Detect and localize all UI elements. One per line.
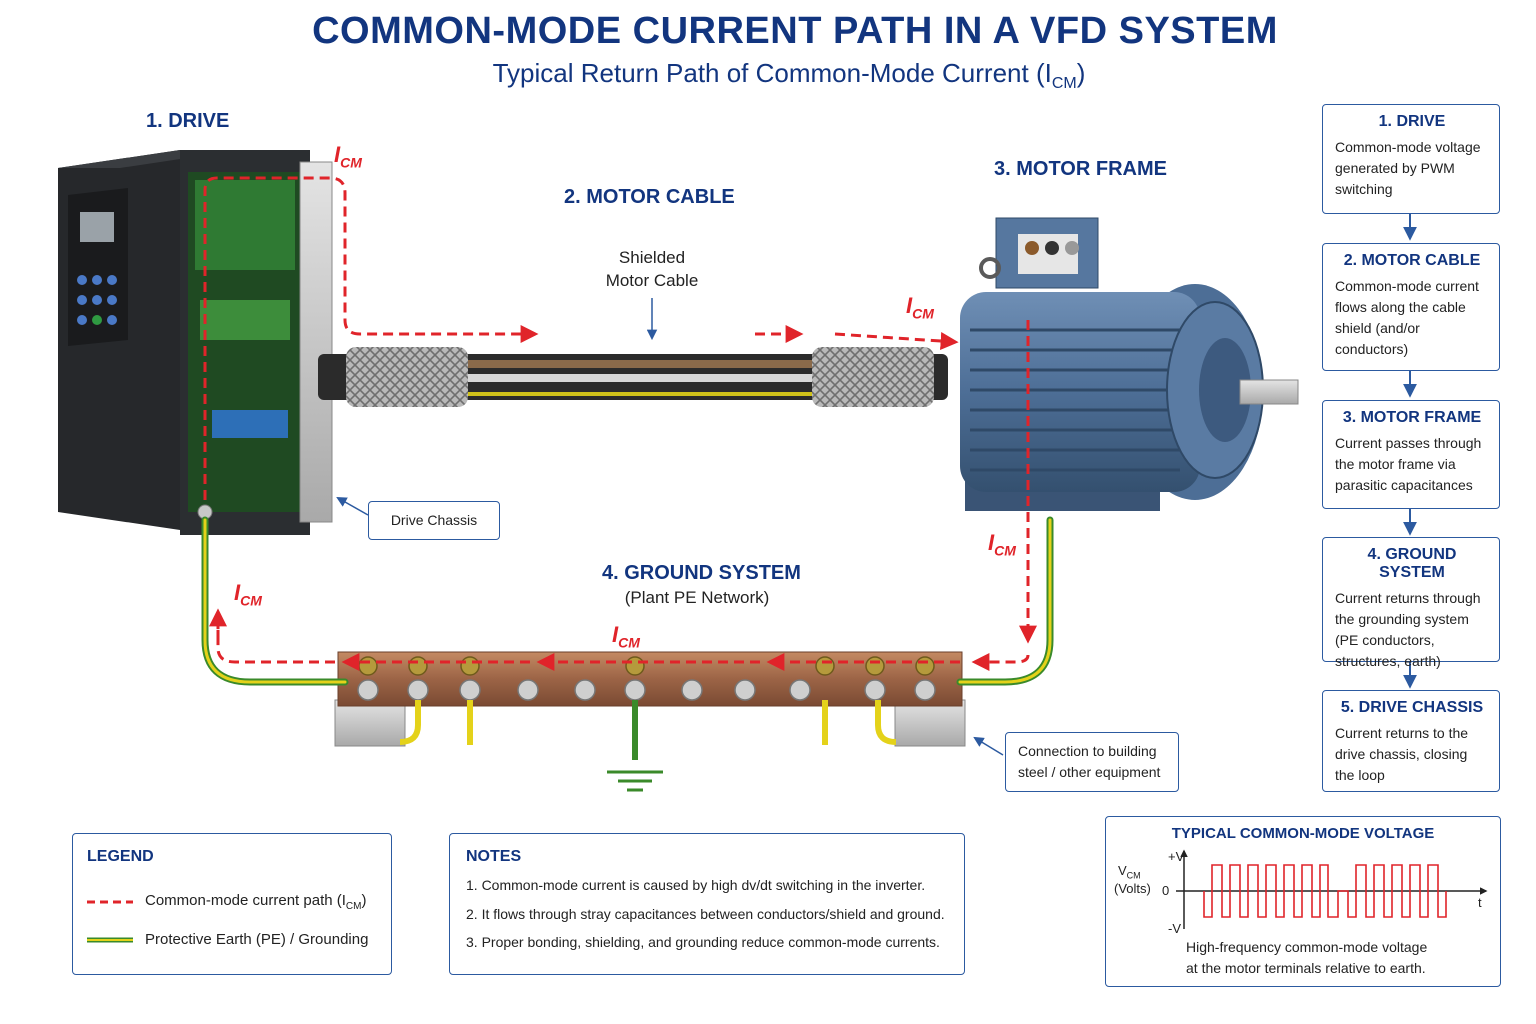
motor-cable — [318, 347, 948, 407]
legend-title: LEGEND — [87, 848, 154, 865]
page-subtitle: Typical Return Path of Common-Mode Curre… — [0, 58, 1536, 93]
ground-bus-bar — [334, 651, 966, 792]
cmv-caption-line1: High-frequency common-mode voltage — [1186, 939, 1428, 955]
connection-line2: steel / other equipment — [1018, 764, 1161, 780]
flow-step-drive: 1. DRIVE Common-mode voltage generated b… — [1322, 104, 1500, 214]
icm-label-drive-return: ICM — [234, 580, 262, 609]
icm-label-ground-bar: ICM — [612, 622, 640, 651]
yellow-green-swatch — [87, 937, 133, 942]
flow-step-motor-frame: 3. MOTOR FRAME Current passes through th… — [1322, 400, 1500, 509]
flow-step-heading: 2. MOTOR CABLE — [1343, 252, 1481, 269]
subtitle-sub: CM — [1051, 75, 1077, 93]
section-ground-label: 4. GROUND SYSTEM — [602, 562, 801, 584]
pe-conductors — [201, 516, 1054, 686]
icm-label-motor-entry: ICM — [906, 293, 934, 322]
connection-callout: Connection to building steel / other equ… — [1005, 732, 1179, 792]
section-drive-label: 1. DRIVE — [146, 110, 230, 132]
section-ground-sublabel: (Plant PE Network) — [624, 588, 770, 607]
flow-step-heading: 1. DRIVE — [1378, 113, 1446, 130]
electric-motor — [960, 217, 1299, 511]
cmv-ylabel-unit: (Volts) — [1114, 881, 1151, 896]
legend-panel: LEGEND Common-mode current path (ICM) Pr… — [72, 833, 392, 975]
flow-step-body: Current passes through the motor frame v… — [1335, 435, 1482, 493]
section-motor-label: 3. MOTOR FRAME — [994, 158, 1167, 180]
drive-chassis-callout: Drive Chassis — [368, 501, 500, 540]
notes-panel: NOTES 1. Common-mode current is caused b… — [449, 833, 965, 975]
cmv-title: TYPICAL COMMON-MODE VOLTAGE — [1171, 825, 1435, 842]
legend-item-icm: Common-mode current path (ICM) — [87, 892, 366, 912]
page-title: COMMON-MODE CURRENT PATH IN A VFD SYSTEM — [312, 10, 1278, 52]
flow-step-drive-chassis: 5. DRIVE CHASSIS Current returns to the … — [1322, 690, 1500, 792]
cable-label-line1: Shielded — [618, 248, 686, 267]
flow-step-ground-system: 4. GROUND SYSTEM Current returns through… — [1322, 537, 1500, 669]
cmv-waveform — [1176, 849, 1488, 929]
notes-title: NOTES — [466, 848, 522, 865]
dashed-red-swatch — [87, 900, 133, 904]
icm-label-drive-top: ICM — [334, 142, 362, 171]
cmv-pos-label: +V — [1168, 849, 1185, 864]
subtitle-text: Typical Return Path of Common-Mode Curre… — [492, 58, 1052, 88]
note-1: 1. Common-mode current is caused by high… — [466, 877, 926, 893]
cable-label-line2: Motor Cable — [605, 271, 699, 290]
callout-arrows — [336, 298, 1004, 756]
flow-step-body: Common-mode current flows along the cabl… — [1335, 278, 1479, 357]
flow-step-heading: 5. DRIVE CHASSIS — [1340, 699, 1484, 716]
connection-line1: Connection to building — [1018, 743, 1157, 759]
icm-path — [203, 176, 1037, 671]
legend-item-pe: Protective Earth (PE) / Grounding — [87, 931, 368, 948]
note-3: 3. Proper bonding, shielding, and ground… — [466, 934, 940, 950]
section-cable-label: 2. MOTOR CABLE — [564, 186, 735, 208]
flow-step-body: Current returns to the drive chassis, cl… — [1335, 725, 1469, 783]
note-2: 2. It flows through stray capacitances b… — [466, 906, 945, 922]
cmv-x-label: t — [1478, 895, 1482, 910]
cmv-neg-label: -V — [1168, 921, 1181, 936]
cmv-zero-label: 0 — [1162, 883, 1170, 898]
flow-step-body: Current returns through the grounding sy… — [1335, 590, 1481, 669]
flow-step-body: Common-mode voltage generated by PWM swi… — [1335, 139, 1481, 197]
flow-step-heading: 3. MOTOR FRAME — [1342, 409, 1482, 426]
cmv-panel: TYPICAL COMMON-MODE VOLTAGE VCM (Volts) … — [1105, 816, 1501, 987]
flow-step-heading: 4. GROUND SYSTEM — [1367, 546, 1457, 581]
flow-step-motor-cable: 2. MOTOR CABLE Common-mode current flows… — [1322, 243, 1500, 371]
subtitle-end: ) — [1076, 58, 1086, 88]
icm-label-motor-down: ICM — [988, 530, 1016, 559]
cmv-caption-line2: at the motor terminals relative to earth… — [1186, 960, 1426, 976]
cmv-ylabel: VCM — [1118, 863, 1141, 881]
drive-unit — [58, 150, 333, 535]
